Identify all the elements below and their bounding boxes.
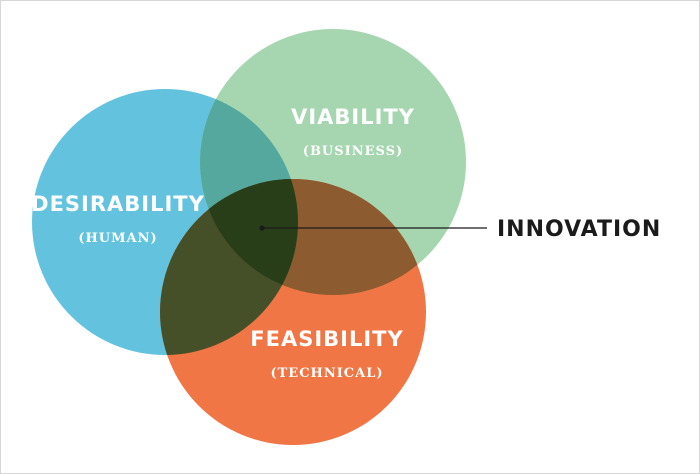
desirability-title: DESIRABILITY	[31, 192, 205, 216]
feasibility-subtitle: (TECHNICAL)	[270, 366, 383, 381]
feasibility-title: FEASIBILITY	[250, 327, 403, 351]
innovation-leader-dot	[259, 225, 265, 231]
innovation-label: INNOVATION	[497, 217, 661, 242]
viability-title: VIABILITY	[291, 105, 415, 129]
desirability-subtitle: (HUMAN)	[78, 231, 157, 246]
viability-subtitle: (BUSINESS)	[303, 144, 403, 159]
